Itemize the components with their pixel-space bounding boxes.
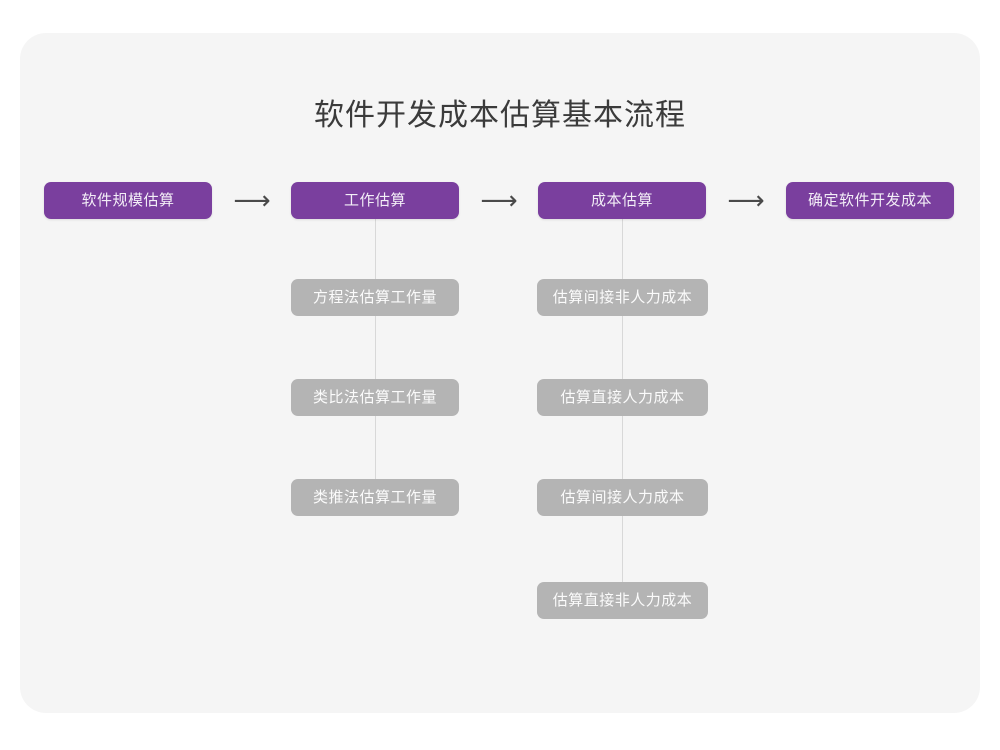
stage-node-4[interactable]: 确定软件开发成本 <box>786 182 954 219</box>
substep-node-stage-2-3[interactable]: 类推法估算工作量 <box>291 479 459 516</box>
stage-node-1[interactable]: 软件规模估算 <box>44 182 212 219</box>
flow-arrow-3: ⟶ <box>727 186 765 216</box>
stage-node-3[interactable]: 成本估算 <box>538 182 706 219</box>
connector-stage-2 <box>375 218 376 498</box>
diagram-card <box>20 33 980 713</box>
stage-node-2[interactable]: 工作估算 <box>291 182 459 219</box>
substep-node-stage-3-3[interactable]: 估算间接人力成本 <box>537 479 708 516</box>
substep-node-stage-3-4[interactable]: 估算直接非人力成本 <box>537 582 708 619</box>
substep-node-stage-2-2[interactable]: 类比法估算工作量 <box>291 379 459 416</box>
substep-node-stage-3-1[interactable]: 估算间接非人力成本 <box>537 279 708 316</box>
flow-arrow-2: ⟶ <box>480 186 518 216</box>
substep-node-stage-2-1[interactable]: 方程法估算工作量 <box>291 279 459 316</box>
substep-node-stage-3-2[interactable]: 估算直接人力成本 <box>537 379 708 416</box>
flow-arrow-1: ⟶ <box>233 186 271 216</box>
page-title: 软件开发成本估算基本流程 <box>314 99 686 132</box>
